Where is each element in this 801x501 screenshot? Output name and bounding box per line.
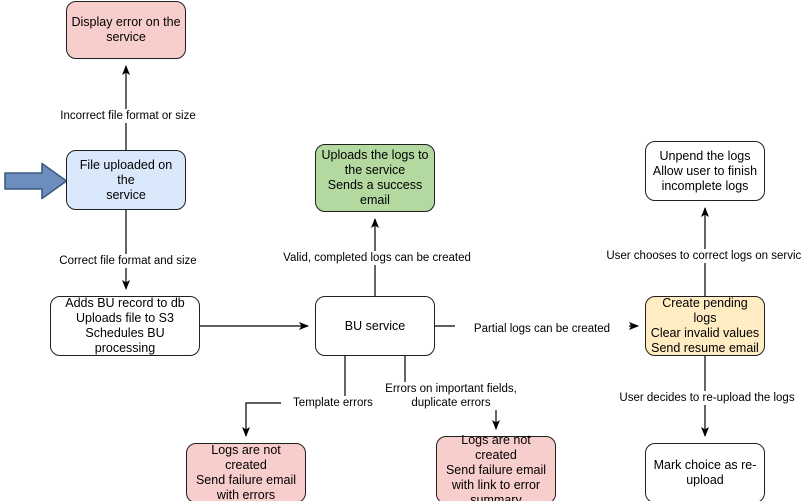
node-file-uploaded-on-the-service[interactable]: File uploaded on the service — [66, 150, 186, 210]
node-logs-not-created-with-error-summary[interactable]: Logs are not created Send failure email … — [436, 433, 556, 501]
entry-arrow-shape — [4, 162, 68, 200]
node-adds-bu-record-to-db[interactable]: Adds BU record to db Uploads file to S3 … — [50, 296, 200, 356]
edge-label-incorrect-file-format-or-size: Incorrect file format or size — [46, 109, 210, 123]
node-mark-choice-as-re-upload[interactable]: Mark choice as re- upload — [645, 443, 765, 501]
edge-label-errors-on-important-fields: Errors on important fields, duplicate er… — [379, 382, 523, 410]
node-bu-service[interactable]: BU service — [315, 296, 435, 356]
edge-label-valid-completed-logs-can-be-created: Valid, completed logs can be created — [270, 251, 484, 265]
edge-label-user-decides-to-re-upload-the-logs: User decides to re-upload the logs — [605, 391, 801, 405]
node-uploads-the-logs-to-the-service[interactable]: Uploads the logs to the service Sends a … — [315, 144, 435, 212]
node-display-error[interactable]: Display error on the service — [66, 1, 186, 59]
edge-label-partial-logs-can-be-created: Partial logs can be created — [455, 322, 629, 336]
node-logs-not-created-with-errors[interactable]: Logs are not created Send failure email … — [186, 443, 306, 501]
node-create-pending-logs[interactable]: Create pending logs Clear invalid values… — [645, 296, 765, 356]
node-unpend-the-logs[interactable]: Unpend the logs Allow user to finish inc… — [645, 141, 765, 201]
edge-label-user-chooses-to-correct-logs-on-service: User chooses to correct logs on service — [592, 249, 801, 263]
edge-label-template-errors: Template errors — [281, 396, 385, 410]
edge-label-correct-file-format-and-size: Correct file format and size — [46, 254, 210, 268]
